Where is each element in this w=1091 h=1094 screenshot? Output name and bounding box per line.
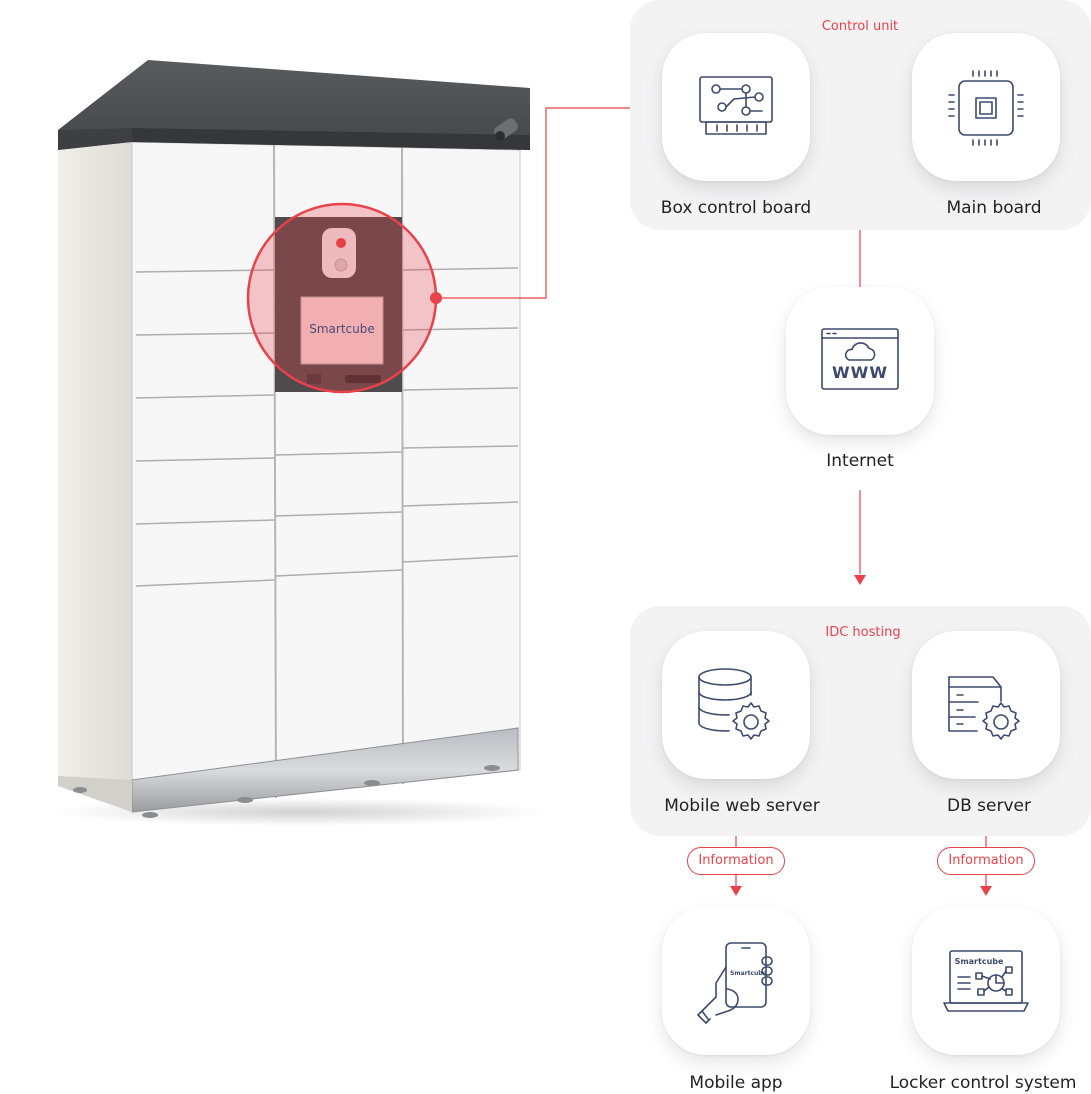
- server-gear-icon: [948, 676, 1020, 740]
- app-logo: Smartcube: [730, 970, 767, 977]
- browser-globe-icon: [821, 328, 899, 390]
- laptop-dashboard-icon: [943, 950, 1029, 1012]
- mobile-web-server-label: Mobile web server: [664, 796, 820, 816]
- main-board-node: [912, 33, 1060, 181]
- chip-icon: [948, 70, 1024, 146]
- control-unit-title: Control unit: [821, 19, 899, 34]
- idc-hosting-title: IDC hosting: [825, 625, 901, 640]
- internet-label: Internet: [826, 451, 894, 471]
- www-text: WWW: [832, 363, 888, 382]
- arrowhead-app: [730, 886, 742, 896]
- internet-node: WWW: [786, 287, 934, 435]
- information-pill-left: Information: [687, 847, 785, 875]
- hand-phone-icon: [697, 942, 773, 1024]
- locker-control-system-label: Locker control system: [889, 1073, 1077, 1093]
- mobile-app-node: Smartcube: [662, 907, 810, 1055]
- mobile-web-server-node: [662, 631, 810, 779]
- screen-logo: Smartcube: [309, 322, 375, 336]
- main-board-label: Main board: [946, 198, 1042, 218]
- mobile-app-label: Mobile app: [689, 1073, 783, 1093]
- database-gear-icon: [698, 668, 770, 740]
- arrowhead-idc: [854, 575, 866, 585]
- box-control-board-node: [662, 33, 810, 181]
- box-control-board-label: Box control board: [660, 198, 812, 218]
- locker-control-system-node: Smartcube: [912, 907, 1060, 1055]
- arrowhead-system: [980, 886, 992, 896]
- db-server-label: DB server: [947, 796, 1031, 816]
- circuit-board-icon: [699, 76, 773, 135]
- db-server-node: [912, 631, 1060, 779]
- system-logo: Smartcube: [954, 957, 1004, 966]
- information-pill-right: Information: [937, 847, 1035, 875]
